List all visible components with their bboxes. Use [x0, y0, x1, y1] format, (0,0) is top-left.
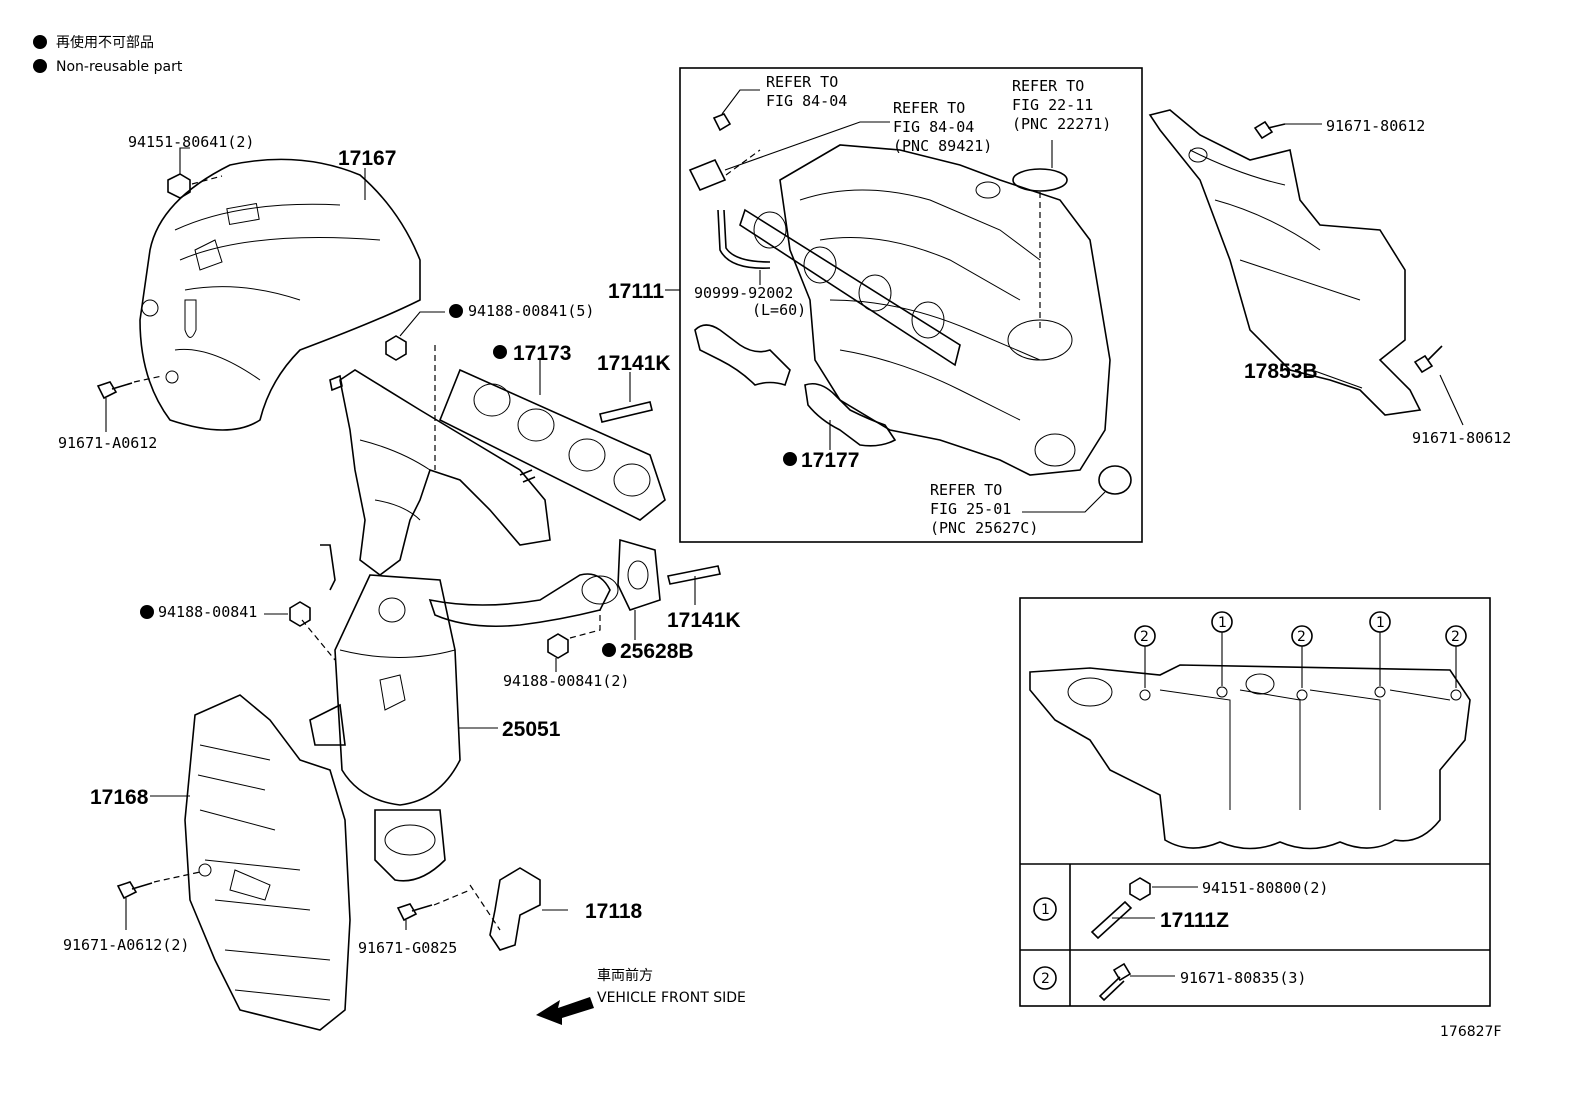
heat-shield-lower-drawing: [184, 694, 351, 1031]
intake-manifold-drawing: [739, 144, 1111, 476]
label-94188-00841-2: 94188-00841(2): [503, 672, 629, 690]
callout-1-b: 1: [1369, 611, 1391, 686]
label-17141K-upper: 17141K: [597, 352, 671, 375]
label-94188-00841: 94188-00841: [158, 603, 257, 621]
insulator-17853B-drawing: [1148, 109, 1422, 416]
label-17168: 17168: [90, 786, 149, 809]
label-91671-G0825: 91671-G0825: [358, 939, 457, 957]
ref3-line3: (PNC 22271): [1012, 115, 1111, 133]
svg-text:2: 2: [1140, 629, 1149, 645]
vehicle-front-en: VEHICLE FRONT SIDE: [597, 990, 746, 1006]
label-25628B: 25628B: [620, 640, 694, 663]
row2-callout: 2: [1041, 971, 1050, 987]
stud-17141K-lower-drawing: [667, 565, 721, 605]
leader-line: [1311, 369, 1363, 389]
row1-part-a: 94151-80800(2): [1202, 879, 1328, 897]
label-91671-80612-lower: 91671-80612: [1412, 429, 1511, 447]
ref4-line2: FIG 25-01: [930, 500, 1011, 518]
o-ring-22271-drawing: [1012, 168, 1068, 192]
nut-94188-00841-2-drawing: [547, 610, 601, 672]
bolt-91671-A0612-drawing: [96, 375, 163, 432]
sensor-ref-89421-drawing: [688, 121, 890, 192]
nut-94151-80641-drawing: [167, 147, 223, 199]
gasket-17173-drawing: [438, 360, 666, 521]
bracket-17118-drawing: [469, 867, 568, 951]
bolt-ref-84-04-drawing: [712, 89, 760, 132]
vehicle-front-jp: 車両前方: [597, 967, 653, 984]
non-reusable-dot-icon: [140, 605, 154, 619]
label-17111: 17111: [608, 280, 664, 303]
svg-text:2: 2: [1451, 629, 1460, 645]
ref2-line3: (PNC 89421): [893, 137, 992, 155]
callout-2-c: 2: [1445, 625, 1467, 688]
o-ring-25627C-drawing: [1098, 465, 1132, 495]
label-17173: 17173: [513, 342, 571, 365]
table-row-2: 2 91671-80835(3): [1033, 962, 1306, 1002]
exhaust-manifold-drawing: [329, 369, 551, 576]
label-17853B: 17853B: [1244, 360, 1318, 383]
row1-part-b: 17111Z: [1160, 909, 1229, 932]
legend-jp: 再使用不可部品: [56, 34, 154, 51]
intake-manifold-box: [679, 67, 1143, 543]
svg-text:2: 2: [1297, 629, 1306, 645]
label-91671-A0612: 91671-A0612: [58, 434, 157, 452]
hose-90999-92002-drawing: [717, 209, 771, 285]
non-reusable-dot-icon: [493, 345, 507, 359]
table-row-1: 1 94151-80800(2) 17111Z: [1033, 877, 1328, 940]
ref2-line1: REFER TO: [893, 99, 965, 117]
row1-callout: 1: [1041, 902, 1050, 918]
intake-manifold-top-view-drawing: [1029, 664, 1471, 850]
label-17177: 17177: [801, 449, 859, 472]
dashed-guide: [301, 619, 336, 661]
legend-en: Non-reusable part: [56, 59, 183, 75]
label-91671-A0612-2: 91671-A0612(2): [63, 936, 189, 954]
ref3-line1: REFER TO: [1012, 77, 1084, 95]
label-25051: 25051: [502, 718, 561, 741]
label-90999-92002: 90999-92002: [694, 284, 793, 302]
row2-part: 91671-80835(3): [1180, 969, 1306, 987]
stud-17141K-upper-drawing: [599, 372, 653, 423]
callout-2-a: 2: [1134, 625, 1156, 688]
figure-id: 176827F: [1440, 1024, 1502, 1040]
bolt-91671-80612-upper-drawing: [1253, 120, 1322, 140]
ref1-line2: FIG 84-04: [766, 92, 847, 110]
non-reusable-dot-icon: [33, 59, 47, 73]
leader-line: [1022, 491, 1106, 513]
gasket-17177-drawing: [694, 324, 897, 450]
label-94151-80641: 94151-80641(2): [128, 133, 254, 151]
nut-94188-00841-drawing: [264, 601, 311, 627]
callout-1-a: 1: [1211, 611, 1233, 686]
ref2-line2: FIG 84-04: [893, 118, 974, 136]
label-94188-00841-5: 94188-00841(5): [468, 302, 594, 320]
ref4-line1: REFER TO: [930, 481, 1002, 499]
bolt-91671-G0825-drawing: [396, 889, 471, 930]
ref4-line3: (PNC 25627C): [930, 519, 1038, 537]
vehicle-front-arrow-icon: [536, 997, 594, 1025]
non-reusable-dot-icon: [449, 304, 463, 318]
label-17167: 17167: [338, 147, 396, 170]
non-reusable-dot-icon: [33, 35, 47, 49]
callout-2-b: 2: [1291, 625, 1313, 688]
label-91671-80612-upper: 91671-80612: [1326, 117, 1425, 135]
non-reusable-dot-icon: [783, 452, 797, 466]
non-reusable-dot-icon: [602, 643, 616, 657]
catalytic-converter-drawing: [309, 544, 619, 882]
svg-text:1: 1: [1218, 615, 1227, 631]
ref3-line2: FIG 22-11: [1012, 96, 1093, 114]
label-17118: 17118: [585, 900, 643, 923]
bolt-91671-80612-lower-drawing: [1413, 345, 1464, 426]
nut-94188-00841-5-drawing: [385, 311, 445, 470]
heat-shield-upper-drawing: [139, 158, 421, 431]
label-90999-length: (L=60): [752, 301, 806, 319]
ref1-line1: REFER TO: [766, 73, 838, 91]
gasket-25628B-drawing: [617, 538, 661, 640]
bolt-91671-A0612-2-drawing: [116, 871, 201, 930]
detail-box: [1019, 597, 1491, 1007]
svg-text:1: 1: [1376, 615, 1385, 631]
label-17141K-lower: 17141K: [667, 609, 741, 632]
